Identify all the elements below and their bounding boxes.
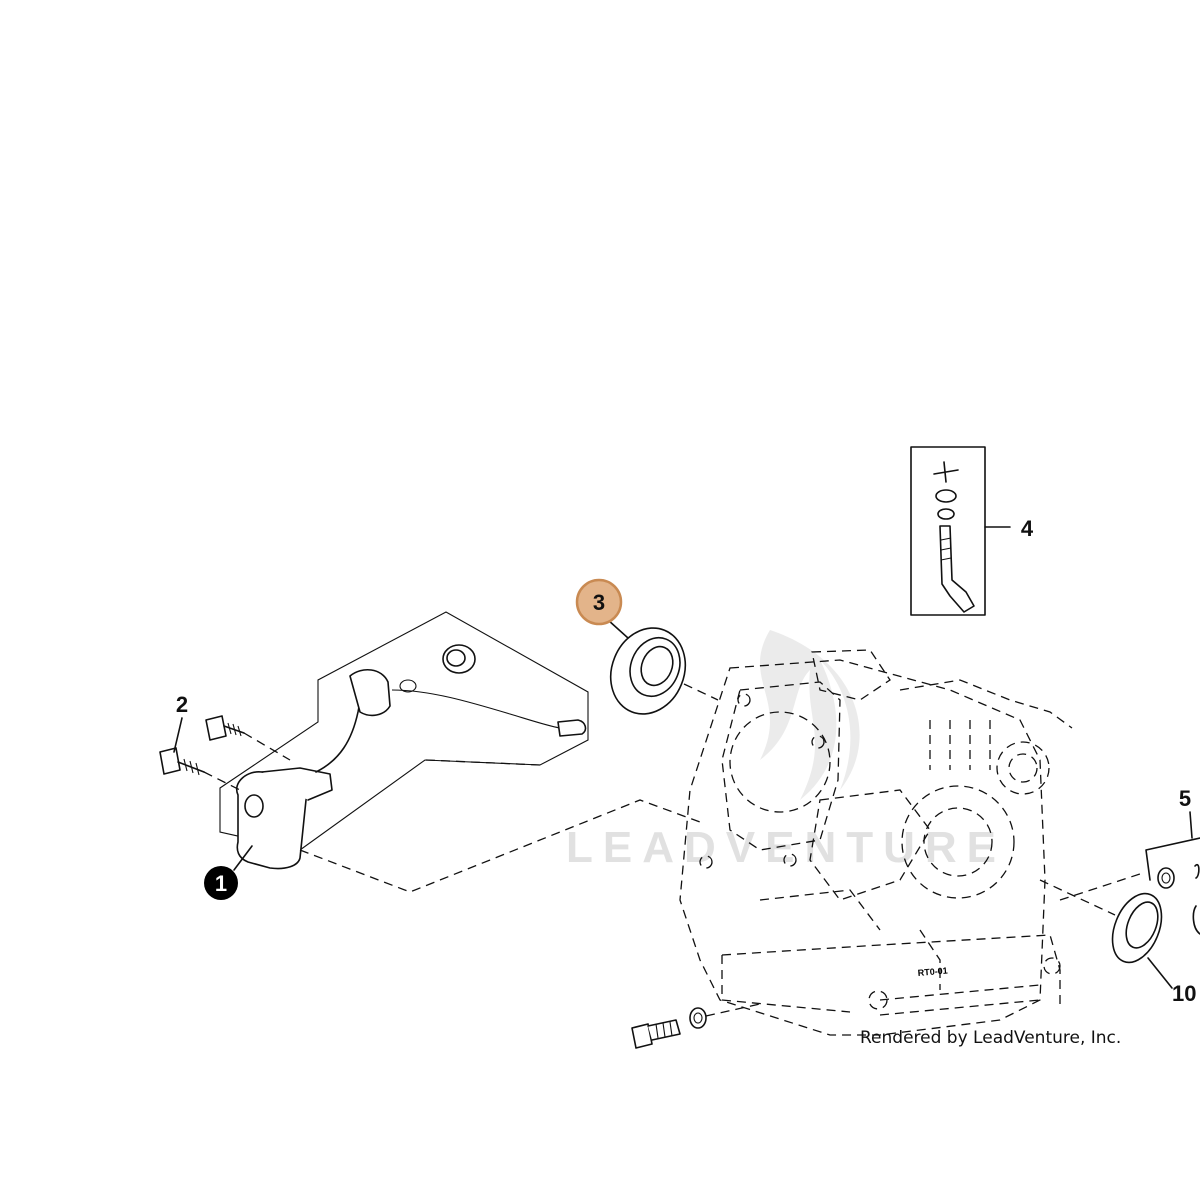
callout-10[interactable]: 10 <box>1172 981 1196 1006</box>
bolt-upper <box>205 715 245 741</box>
ground-wire <box>391 689 561 729</box>
drain-washer <box>689 1007 707 1029</box>
callout-1-label: 1 <box>215 871 227 896</box>
callout-4[interactable]: 4 <box>1021 516 1034 541</box>
watermark: LEADVENTURE <box>566 630 1006 872</box>
callout-3-label: 3 <box>593 590 605 615</box>
bolt-lower <box>159 747 205 776</box>
cotter-pin <box>933 461 959 483</box>
callout-2-label: 2 <box>176 692 188 717</box>
oil-seal-10 <box>1039 879 1173 989</box>
callout-5[interactable]: 5 <box>1179 786 1191 811</box>
coil-bolts <box>159 715 291 791</box>
grommet <box>442 644 476 674</box>
drain-plug <box>631 1003 761 1049</box>
governor-shaft <box>939 525 975 613</box>
callout-2[interactable]: 2 <box>173 692 188 753</box>
spark-plug-cap <box>349 669 391 717</box>
governor-shaft-kit <box>910 446 1011 616</box>
callout-4-label: 4 <box>1021 516 1034 541</box>
callout-3[interactable]: 3 <box>575 578 629 639</box>
wire-ring-terminal <box>399 679 417 693</box>
engine-stamp: RT0-01 <box>917 965 948 978</box>
coil-bracket <box>261 767 333 801</box>
part-5-bracket <box>1145 811 1200 881</box>
part-5-group <box>1059 811 1200 935</box>
callout-5-label: 5 <box>1179 786 1191 811</box>
callout-3-highlight <box>575 578 623 626</box>
kit-box <box>910 446 986 616</box>
oil-seal-3 <box>609 627 719 715</box>
flame-logo-icon <box>760 630 860 800</box>
credit-text: Rendered by LeadVenture, Inc. <box>860 1028 1122 1048</box>
engine-crankcase: RT0-01 <box>679 649 1073 1036</box>
watermark-text: LEADVENTURE <box>566 823 1006 872</box>
callout-10-label: 10 <box>1172 981 1196 1006</box>
callout-1[interactable]: 1 <box>204 845 253 900</box>
washer <box>935 489 957 503</box>
ignition-coil-group <box>219 611 589 870</box>
coil-mount-hole <box>244 794 264 818</box>
ignition-coil <box>235 771 309 870</box>
wire-terminal-connector <box>557 719 587 737</box>
o-ring <box>937 508 955 520</box>
